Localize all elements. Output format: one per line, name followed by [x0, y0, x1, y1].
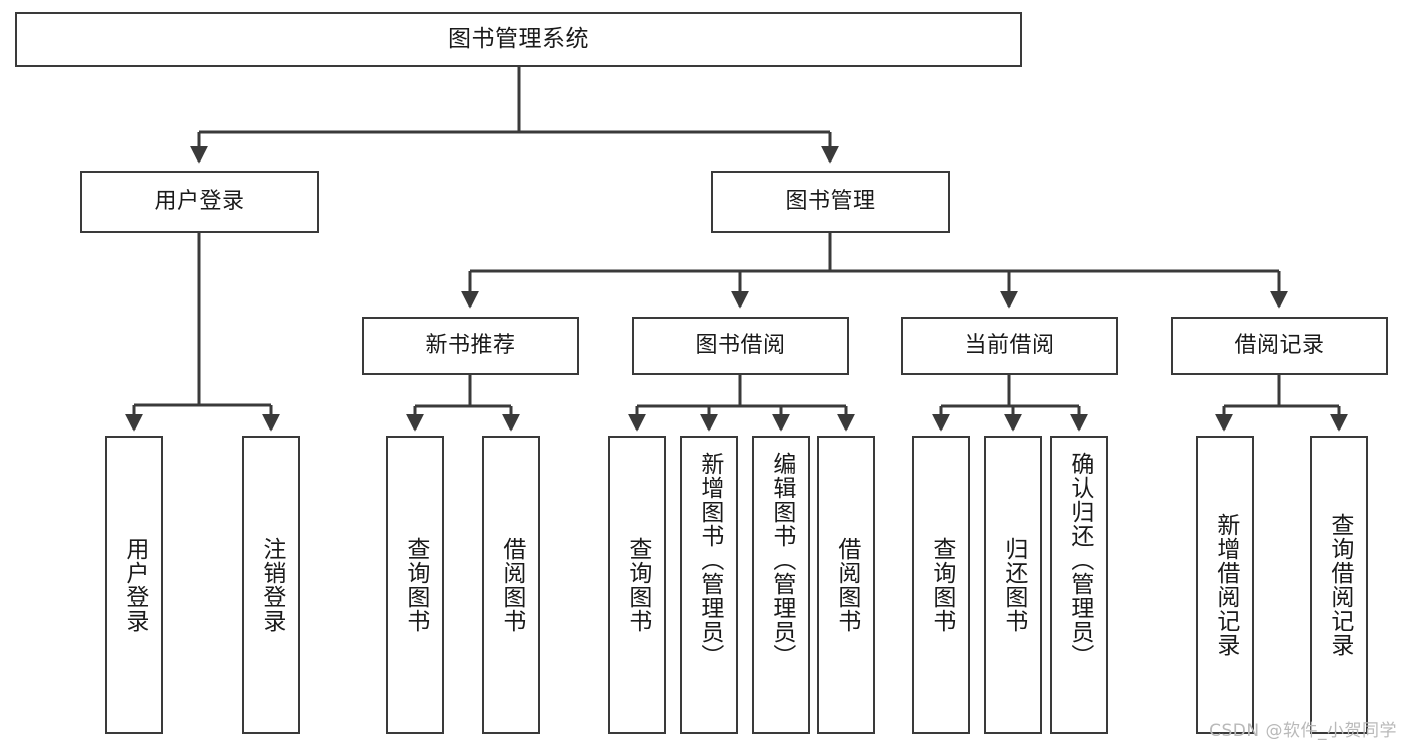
node-label: 新增图书（管理员）: [696, 452, 723, 668]
node-label: 查询图书: [624, 537, 651, 633]
node-label: 用户登录: [121, 537, 148, 633]
node-label: 用户登录: [154, 189, 245, 215]
node-leaf-user-login[interactable]: 用户登录: [105, 436, 163, 734]
node-leaf-edit-book-admin[interactable]: 编辑图书（管理员）: [752, 436, 810, 734]
node-leaf-add-borrow-record[interactable]: 新增借阅记录: [1196, 436, 1254, 734]
node-book-borrow[interactable]: 图书借阅: [632, 317, 849, 375]
node-leaf-query-borrow-record[interactable]: 查询借阅记录: [1310, 436, 1368, 734]
node-label: 确认归还（管理员）: [1066, 452, 1093, 668]
node-label: 图书管理: [785, 189, 876, 215]
node-label: 借阅图书: [833, 537, 860, 633]
node-new-book-recommend[interactable]: 新书推荐: [362, 317, 579, 375]
node-borrow-record[interactable]: 借阅记录: [1171, 317, 1388, 375]
node-current-borrow[interactable]: 当前借阅: [901, 317, 1118, 375]
node-leaf-borrow-book[interactable]: 借阅图书: [817, 436, 875, 734]
node-label: 编辑图书（管理员）: [768, 452, 795, 668]
node-label: 新增借阅记录: [1212, 513, 1239, 657]
node-leaf-return-book[interactable]: 归还图书: [984, 436, 1042, 734]
node-label: 注销登录: [258, 537, 285, 633]
node-label: 借阅记录: [1234, 333, 1325, 359]
node-leaf-confirm-return-admin[interactable]: 确认归还（管理员）: [1050, 436, 1108, 734]
node-label: 图书管理系统: [448, 26, 589, 53]
node-label: 图书借阅: [695, 333, 786, 359]
node-leaf-add-book-admin[interactable]: 新增图书（管理员）: [680, 436, 738, 734]
node-label: 当前借阅: [964, 333, 1055, 359]
node-leaf-logout[interactable]: 注销登录: [242, 436, 300, 734]
node-label: 归还图书: [1000, 537, 1027, 633]
node-label: 借阅图书: [498, 537, 525, 633]
node-user-login[interactable]: 用户登录: [80, 171, 319, 233]
node-leaf-query-book-borrow[interactable]: 查询图书: [608, 436, 666, 734]
node-label: 查询图书: [402, 537, 429, 633]
node-book-management[interactable]: 图书管理: [711, 171, 950, 233]
node-root-book-management-system[interactable]: 图书管理系统: [15, 12, 1022, 67]
node-leaf-borrow-book-recommend[interactable]: 借阅图书: [482, 436, 540, 734]
node-leaf-query-book-recommend[interactable]: 查询图书: [386, 436, 444, 734]
node-leaf-query-book-current[interactable]: 查询图书: [912, 436, 970, 734]
node-label: 查询借阅记录: [1326, 513, 1353, 657]
node-label: 新书推荐: [425, 333, 516, 359]
node-label: 查询图书: [928, 537, 955, 633]
